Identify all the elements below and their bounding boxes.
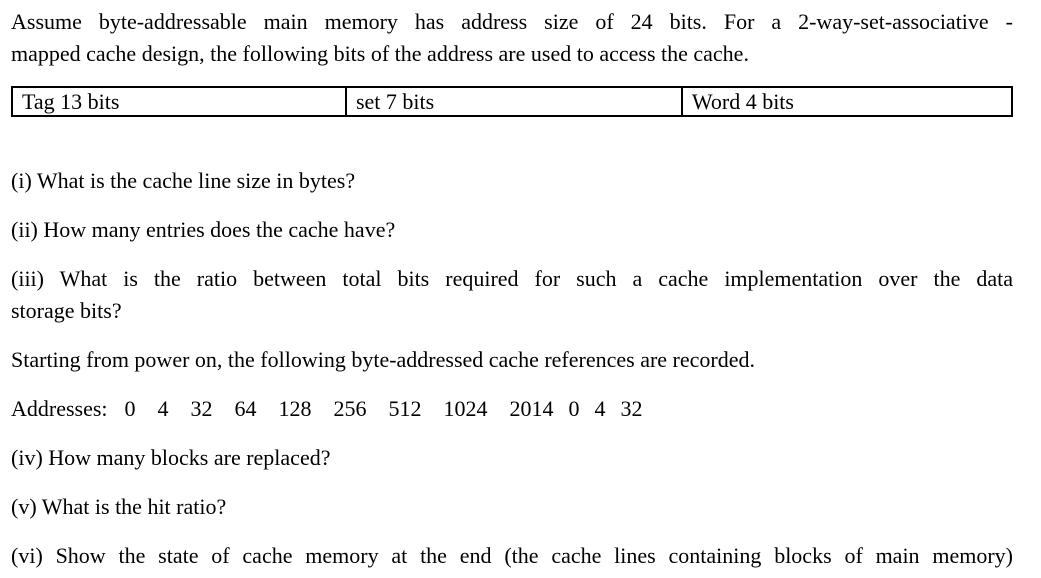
question-v: (v) What is the hit ratio? bbox=[11, 494, 227, 519]
address-value: 4 bbox=[594, 396, 606, 421]
address-value: 0 bbox=[124, 396, 136, 421]
tag-bits-cell: Tag 13 bits bbox=[11, 86, 347, 117]
question-ii: (ii) How many entries does the cache hav… bbox=[11, 217, 396, 242]
question-vi: (vi) Show the state of cache memory at t… bbox=[11, 543, 1013, 568]
references-intro: Starting from power on, the following by… bbox=[11, 347, 756, 372]
question-iii-line-2: storage bits? bbox=[11, 298, 122, 323]
address-value: 256 bbox=[333, 396, 367, 421]
address-value: 0 bbox=[568, 396, 580, 421]
address-value: 1024 bbox=[443, 396, 488, 421]
intro-line-2: mapped cache design, the following bits … bbox=[11, 41, 749, 66]
address-value: 4 bbox=[157, 396, 169, 421]
address-bits-table: Tag 13 bits set 7 bits Word 4 bits bbox=[11, 86, 1014, 117]
address-value: 512 bbox=[388, 396, 422, 421]
addresses-label: Addresses: bbox=[11, 396, 108, 421]
question-iii-line-1: (iii) What is the ratio between total bi… bbox=[11, 266, 1013, 291]
word-bits-cell: Word 4 bits bbox=[680, 86, 1014, 117]
addresses-line: Addresses: 0 4 32 64 128 256 512 1024 20… bbox=[11, 393, 1013, 425]
intro-paragraph: Assume byte-addressable main memory has … bbox=[11, 6, 1013, 70]
address-value: 32 bbox=[190, 396, 213, 421]
address-bits-row: Tag 13 bits set 7 bits Word 4 bits bbox=[11, 86, 1014, 117]
address-value: 128 bbox=[278, 396, 312, 421]
question-iii: (iii) What is the ratio between total bi… bbox=[11, 263, 1013, 327]
set-bits-cell: set 7 bits bbox=[344, 86, 683, 117]
question-iv: (iv) How many blocks are replaced? bbox=[11, 445, 331, 470]
address-value: 32 bbox=[620, 396, 643, 421]
address-value: 2014 bbox=[509, 396, 554, 421]
question-i: (i) What is the cache line size in bytes… bbox=[11, 168, 356, 193]
intro-line-1: Assume byte-addressable main memory has … bbox=[11, 9, 1013, 34]
address-value: 64 bbox=[234, 396, 257, 421]
